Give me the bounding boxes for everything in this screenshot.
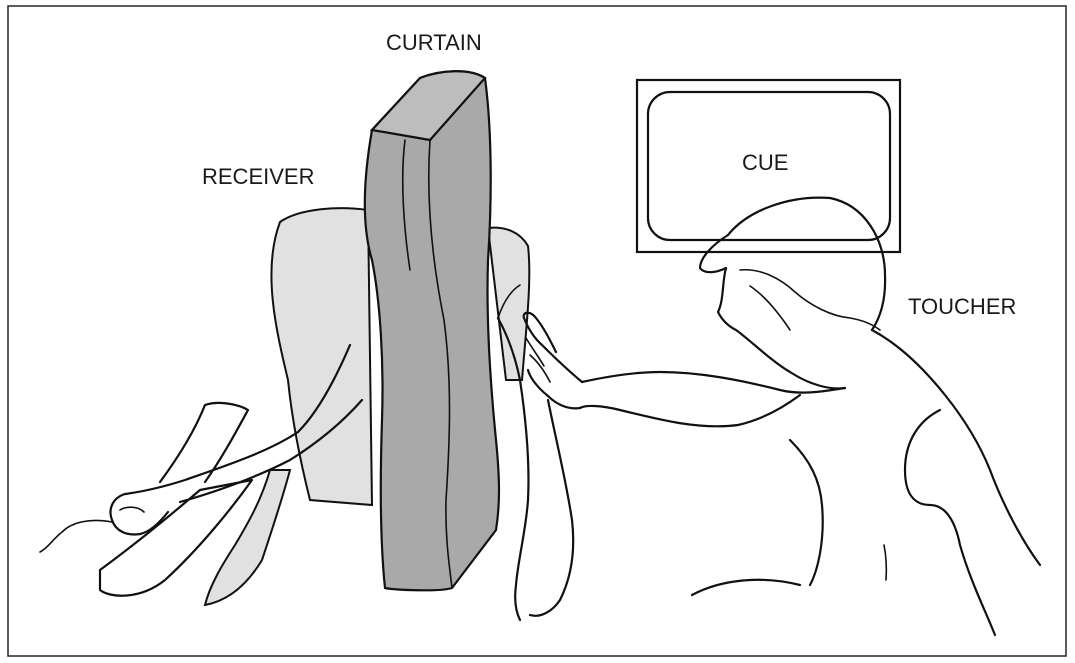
label-toucher: TOUCHER (908, 294, 1016, 319)
label-receiver: RECEIVER (202, 164, 314, 189)
figure-frame (8, 6, 1066, 656)
curtain (365, 71, 499, 590)
label-curtain: CURTAIN (386, 30, 482, 55)
label-cue: CUE (742, 150, 788, 175)
